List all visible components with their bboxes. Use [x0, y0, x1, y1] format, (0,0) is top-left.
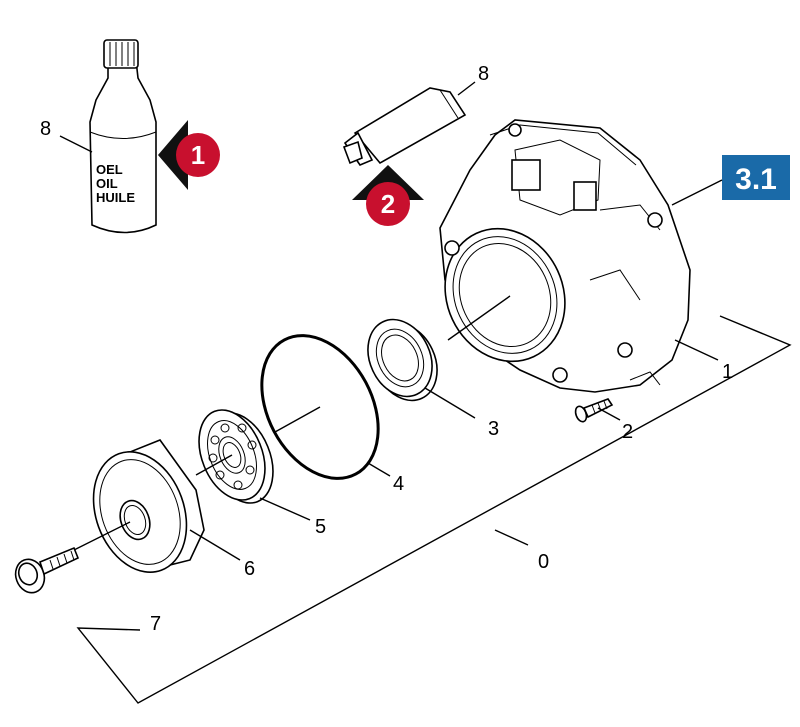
section-badge: 3.1: [671, 155, 790, 206]
callout-3: 3: [488, 418, 499, 440]
step-marker-1: 1: [158, 120, 220, 190]
callout-0: 0: [538, 551, 549, 573]
step-marker-2: 2: [352, 165, 424, 226]
bolt-with-washer: [14, 546, 80, 594]
step-marker-2-number: 2: [381, 189, 395, 219]
callout-5: 5: [315, 516, 326, 538]
callout-8-tube: 8: [478, 63, 489, 85]
kit-bracket: [76, 315, 792, 704]
callout-4: 4: [393, 473, 404, 495]
o-ring: [260, 334, 380, 480]
bottle-label-line-1: OEL: [96, 162, 123, 177]
seal-ring: [367, 318, 438, 402]
callout-1: 1: [722, 361, 733, 383]
grease-tube: [342, 81, 476, 166]
section-badge-text: 3.1: [735, 163, 777, 196]
callout-7: 7: [150, 613, 161, 635]
step-marker-1-circle: [176, 133, 220, 177]
leader-lines: [189, 339, 719, 561]
bottle-label-line-2: OIL: [96, 176, 118, 191]
callout-8-bottle: 8: [40, 118, 51, 140]
oil-bottle: OEL OIL HUILE: [59, 39, 157, 234]
callout-2: 2: [622, 421, 633, 443]
pump-housing: [439, 119, 691, 393]
section-badge-box: [722, 155, 790, 200]
screw-small: [574, 398, 614, 423]
step-marker-2-circle: [366, 182, 410, 226]
bottle-label-line-3: HUILE: [96, 190, 135, 205]
ball-bearing: [195, 409, 274, 504]
callout-6: 6: [244, 558, 255, 580]
step-marker-1-number: 1: [191, 140, 205, 170]
cover-cap: [69, 439, 205, 573]
